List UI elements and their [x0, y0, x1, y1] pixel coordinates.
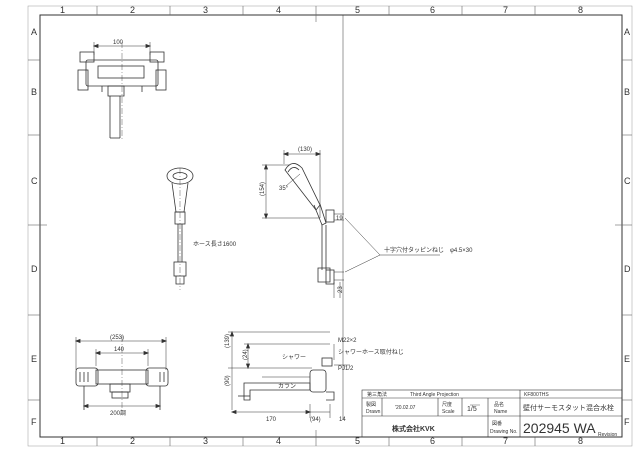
grid-col-label: 8	[578, 436, 583, 446]
dim-len-94: (94)	[310, 417, 321, 423]
dim-width-total: (253)	[110, 335, 124, 341]
grid-col-label: 6	[430, 436, 435, 446]
grid-row-label: D	[31, 264, 38, 274]
tb-drawing-no-jp: 図番	[492, 420, 502, 427]
grid-col-label: 1	[60, 5, 65, 15]
tb-company: 株式会社KVK	[392, 424, 435, 433]
grid-row-label: D	[624, 264, 631, 274]
label-karan: カラン	[278, 383, 296, 390]
grid-col-label: 8	[578, 5, 583, 15]
tb-drawing-no-en: Drawing No.	[490, 429, 518, 435]
grid-row-label: E	[624, 354, 630, 364]
title-block	[361, 389, 623, 438]
grid-col-label: 3	[203, 436, 208, 446]
tb-scale-value: 1/5	[467, 406, 477, 413]
dim-top-width: 100	[113, 40, 124, 46]
dim-width-center: 140	[114, 347, 125, 353]
grid-ticks	[28, 6, 632, 446]
dim-v-24: (24)	[243, 349, 249, 360]
tb-date: '20.02.07	[395, 405, 416, 411]
grid-col-label: 4	[276, 5, 281, 15]
grid-col-label: 7	[503, 436, 508, 446]
faucet-side-view	[228, 330, 350, 418]
outer-border	[27, 5, 633, 447]
label-shower: シャワー	[282, 354, 306, 361]
grid-col-label: 2	[130, 5, 135, 15]
dim-head-height: (154)	[260, 182, 266, 196]
dim-len-14: 14	[339, 417, 346, 423]
tb-name-en: Name	[494, 409, 508, 415]
label-shower-hose-thread: シャワーホース取付ねじ	[338, 348, 404, 356]
tb-projection-jp: 第三角法	[367, 391, 387, 398]
dim-head-angle: 35°	[279, 186, 289, 192]
dim-hose-length: ホース長さ1600	[193, 241, 237, 248]
tb-product-name: 壁付サーモスタット混合水栓	[523, 403, 614, 412]
grid-row-label: A	[31, 27, 37, 37]
grid-col-label: 1	[60, 436, 65, 446]
tb-name-jp: 品名	[494, 401, 504, 408]
dim-19: 19	[336, 216, 343, 222]
tb-revision: Revision	[598, 432, 617, 438]
grid-column-labels-top: 1 2 3 4 5 6 7 8	[60, 5, 583, 15]
dim-v-90: (90)	[225, 375, 231, 386]
tb-drawn-jp: 製図	[366, 401, 376, 408]
grid-row-label: E	[31, 354, 37, 364]
dim-head-width: (130)	[298, 147, 312, 153]
faucet-top-view	[77, 42, 167, 140]
tb-model: KF800THS	[524, 392, 549, 398]
dim-len-170: 170	[266, 417, 277, 423]
grid-row-label: C	[624, 176, 631, 186]
grid-col-label: 2	[130, 436, 135, 446]
grid-column-labels-bottom: 1 2 3 4 5 6 7 8	[60, 436, 583, 446]
grid-row-label: C	[31, 176, 38, 186]
grid-col-label: 7	[503, 5, 508, 15]
tb-drawing-no: 202945 WA	[523, 420, 596, 436]
tb-projection-en: Third Angle Projection	[410, 392, 459, 398]
grid-row-label: F	[624, 417, 630, 427]
grid-row-labels-left: A B C D E F	[31, 27, 38, 427]
dim-spacing: 200調	[110, 409, 126, 417]
grid-col-label: 3	[203, 5, 208, 15]
tb-drawn-en: Drawn	[366, 409, 381, 415]
grid-col-label: 4	[276, 436, 281, 446]
drawing-frame	[39, 14, 623, 438]
label-m22: M22×2	[338, 338, 357, 344]
grid-row-label: A	[624, 27, 630, 37]
dim-23: 23	[338, 286, 344, 293]
faucet-front-view	[74, 336, 169, 412]
grid-row-label: B	[31, 87, 37, 97]
label-pj: PJ1/2	[338, 366, 354, 372]
tb-scale-jp: 尺度	[442, 401, 452, 408]
grid-row-labels-right: A B C D E F	[624, 27, 631, 427]
dim-v-139: (139)	[225, 334, 231, 348]
shower-side-view	[262, 15, 440, 420]
tb-scale-en: Scale	[442, 409, 455, 415]
note-tapping-screw: 十字穴付タッピンねじ φ4.5×30	[384, 246, 473, 254]
grid-col-label: 6	[430, 5, 435, 15]
hand-shower-front	[166, 167, 194, 290]
grid-row-label: F	[31, 417, 37, 427]
grid-col-label: 5	[355, 436, 360, 446]
grid-col-label: 5	[355, 5, 360, 15]
grid-row-label: B	[624, 87, 630, 97]
